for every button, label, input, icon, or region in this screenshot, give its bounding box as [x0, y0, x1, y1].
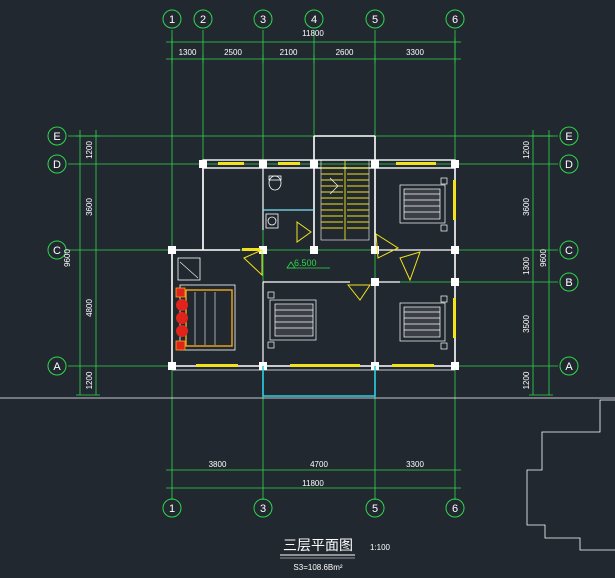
axis-bubble-top-4-label: 4 — [311, 14, 317, 26]
drawing-title: 三层平面图 — [283, 537, 353, 553]
right-dimension-lines — [529, 130, 553, 396]
axis-bubble-left-A-label: A — [53, 361, 61, 373]
axis-bubble-bottom-5: 5 — [365, 498, 385, 518]
axis-bubble-bottom-3-label: 3 — [260, 503, 266, 515]
bed-top-right — [399, 177, 448, 232]
bottom-dimension-lines — [166, 469, 461, 489]
balcony-rail — [262, 366, 376, 397]
left-segment-dim-1: 3600 — [85, 198, 94, 216]
left-segment-dimensions: 1200 3600 4800 1200 — [85, 141, 94, 390]
top-total-dimension: 11800 — [302, 29, 324, 38]
axis-bubble-top-6: 6 — [445, 9, 465, 29]
bed-middle — [267, 291, 317, 349]
bathroom-fixtures — [263, 175, 314, 229]
axis-bubble-bottom-6: 6 — [445, 498, 465, 518]
neighbor-outline — [526, 399, 615, 551]
axis-bubble-bottom-6-label: 6 — [452, 503, 458, 515]
bottom-segment-dim-1: 4700 — [310, 460, 328, 469]
axis-bubble-left-C-label: C — [53, 245, 61, 257]
top-segment-dimensions: 1300 2500 2100 2600 3300 — [179, 48, 425, 57]
axis-bubble-left-D: D — [47, 154, 67, 174]
bottom-segment-dim-0: 3800 — [209, 460, 227, 469]
axis-bubble-top-3: 3 — [253, 9, 273, 29]
bottom-segment-dimensions: 3800 4700 3300 — [209, 460, 425, 469]
axis-bubble-top-1-label: 1 — [169, 14, 175, 26]
bottom-segment-dim-2: 3300 — [406, 460, 424, 469]
axis-bubble-left-E-label: E — [53, 131, 60, 143]
axis-bubbles-left: E D C A — [47, 126, 67, 376]
left-segment-dim-0: 1200 — [85, 141, 94, 159]
right-total-dimension: 9600 — [539, 249, 548, 267]
axis-bubble-left-C: C — [47, 240, 67, 260]
interior-walls — [171, 160, 455, 366]
left-segment-dim-3: 1200 — [85, 371, 94, 389]
right-segment-dim-2: 1300 — [522, 257, 531, 275]
elevation-marker: 6.500 — [286, 258, 330, 269]
top-segment-dim-1: 2500 — [224, 48, 242, 57]
axis-bubble-right-C-label: C — [565, 245, 573, 257]
axis-bubble-bottom-3: 3 — [253, 498, 273, 518]
axis-bubble-right-A-label: A — [565, 361, 573, 373]
axis-bubble-left-A: A — [47, 356, 67, 376]
axis-bubble-top-4: 4 — [304, 9, 324, 29]
axis-bubble-right-B: B — [559, 272, 579, 292]
axis-bubble-right-D-label: D — [565, 159, 573, 171]
axis-bubble-right-C: C — [559, 240, 579, 260]
axis-bubble-right-D: D — [559, 154, 579, 174]
axis-bubble-left-D-label: D — [53, 159, 61, 171]
axis-bubbles-right: E D C B A — [559, 126, 579, 376]
top-segment-dim-2: 2100 — [280, 48, 298, 57]
axis-bubble-bottom-5-label: 5 — [372, 503, 378, 515]
right-segment-dim-4: 1200 — [522, 371, 531, 389]
right-segment-dim-0: 1200 — [522, 141, 531, 159]
axis-bubble-left-E: E — [47, 126, 67, 146]
axis-bubble-bottom-1-label: 1 — [169, 503, 175, 515]
drawing-scale: 1:100 — [370, 543, 391, 552]
door-swings — [243, 221, 421, 301]
axis-bubbles-bottom: 1 3 5 6 — [162, 498, 465, 518]
axis-bubble-top-5-label: 5 — [372, 14, 378, 26]
right-segment-dim-3: 3500 — [522, 315, 531, 333]
bed-bottom-right — [399, 295, 448, 350]
axis-bubble-right-E: E — [559, 126, 579, 146]
axis-bubble-right-A: A — [559, 356, 579, 376]
left-segment-dim-2: 4800 — [85, 299, 94, 317]
axis-bubble-top-6-label: 6 — [452, 14, 458, 26]
axis-bubble-right-B-label: B — [565, 277, 572, 289]
staircase — [320, 159, 370, 241]
left-total-dimension: 9600 — [63, 249, 72, 267]
right-segment-dimensions: 1200 3600 1300 3500 1200 — [522, 141, 531, 390]
bottom-total-dimension: 11800 — [302, 479, 324, 488]
top-segment-dim-0: 1300 — [179, 48, 197, 57]
axis-bubbles-top: 1 2 3 4 5 6 — [162, 9, 465, 29]
axis-bubble-top-1: 1 — [162, 9, 182, 29]
axis-bubble-top-2-label: 2 — [200, 14, 206, 26]
right-segment-dim-1: 3600 — [522, 198, 531, 216]
area-note: S3=108.6Bm² — [293, 563, 342, 572]
axis-bubble-top-2: 2 — [193, 9, 213, 29]
lounge-furniture — [175, 257, 236, 351]
top-dimension-lines — [166, 38, 461, 63]
elevation-label: 6.500 — [294, 258, 317, 268]
axis-bubble-top-5: 5 — [365, 9, 385, 29]
windows — [196, 162, 456, 367]
axis-bubble-bottom-1: 1 — [162, 498, 182, 518]
top-segment-dim-3: 2600 — [336, 48, 354, 57]
axis-bubble-right-E-label: E — [565, 131, 572, 143]
left-dimension-lines — [76, 130, 100, 396]
top-segment-dim-4: 3300 — [406, 48, 424, 57]
axis-bubble-top-3-label: 3 — [260, 14, 266, 26]
